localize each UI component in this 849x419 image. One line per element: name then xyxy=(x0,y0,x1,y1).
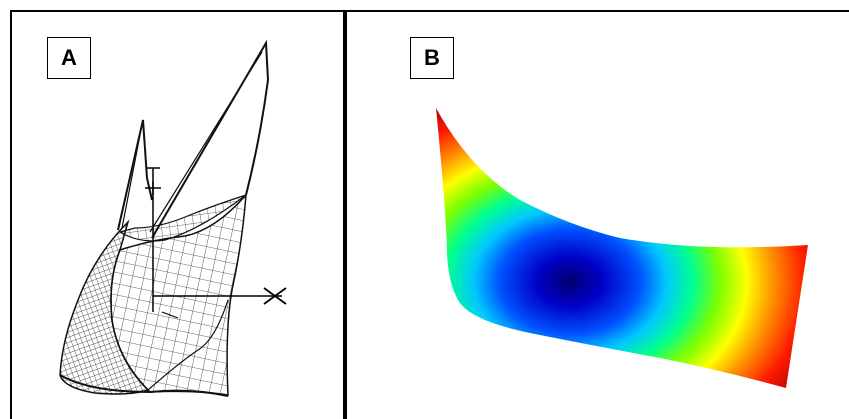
heatmap-shape xyxy=(436,108,808,388)
left-spike xyxy=(117,119,153,231)
panel-divider xyxy=(343,10,347,419)
bottom-outline xyxy=(59,374,229,397)
panel-a-label: A xyxy=(47,37,91,79)
mesh-coarse-region xyxy=(110,192,247,396)
frame-left-border xyxy=(10,10,12,419)
panel-b-label: B xyxy=(410,37,454,79)
frame-top-border xyxy=(11,10,849,12)
x-axis-marker xyxy=(263,287,287,305)
right-spike xyxy=(151,39,270,239)
